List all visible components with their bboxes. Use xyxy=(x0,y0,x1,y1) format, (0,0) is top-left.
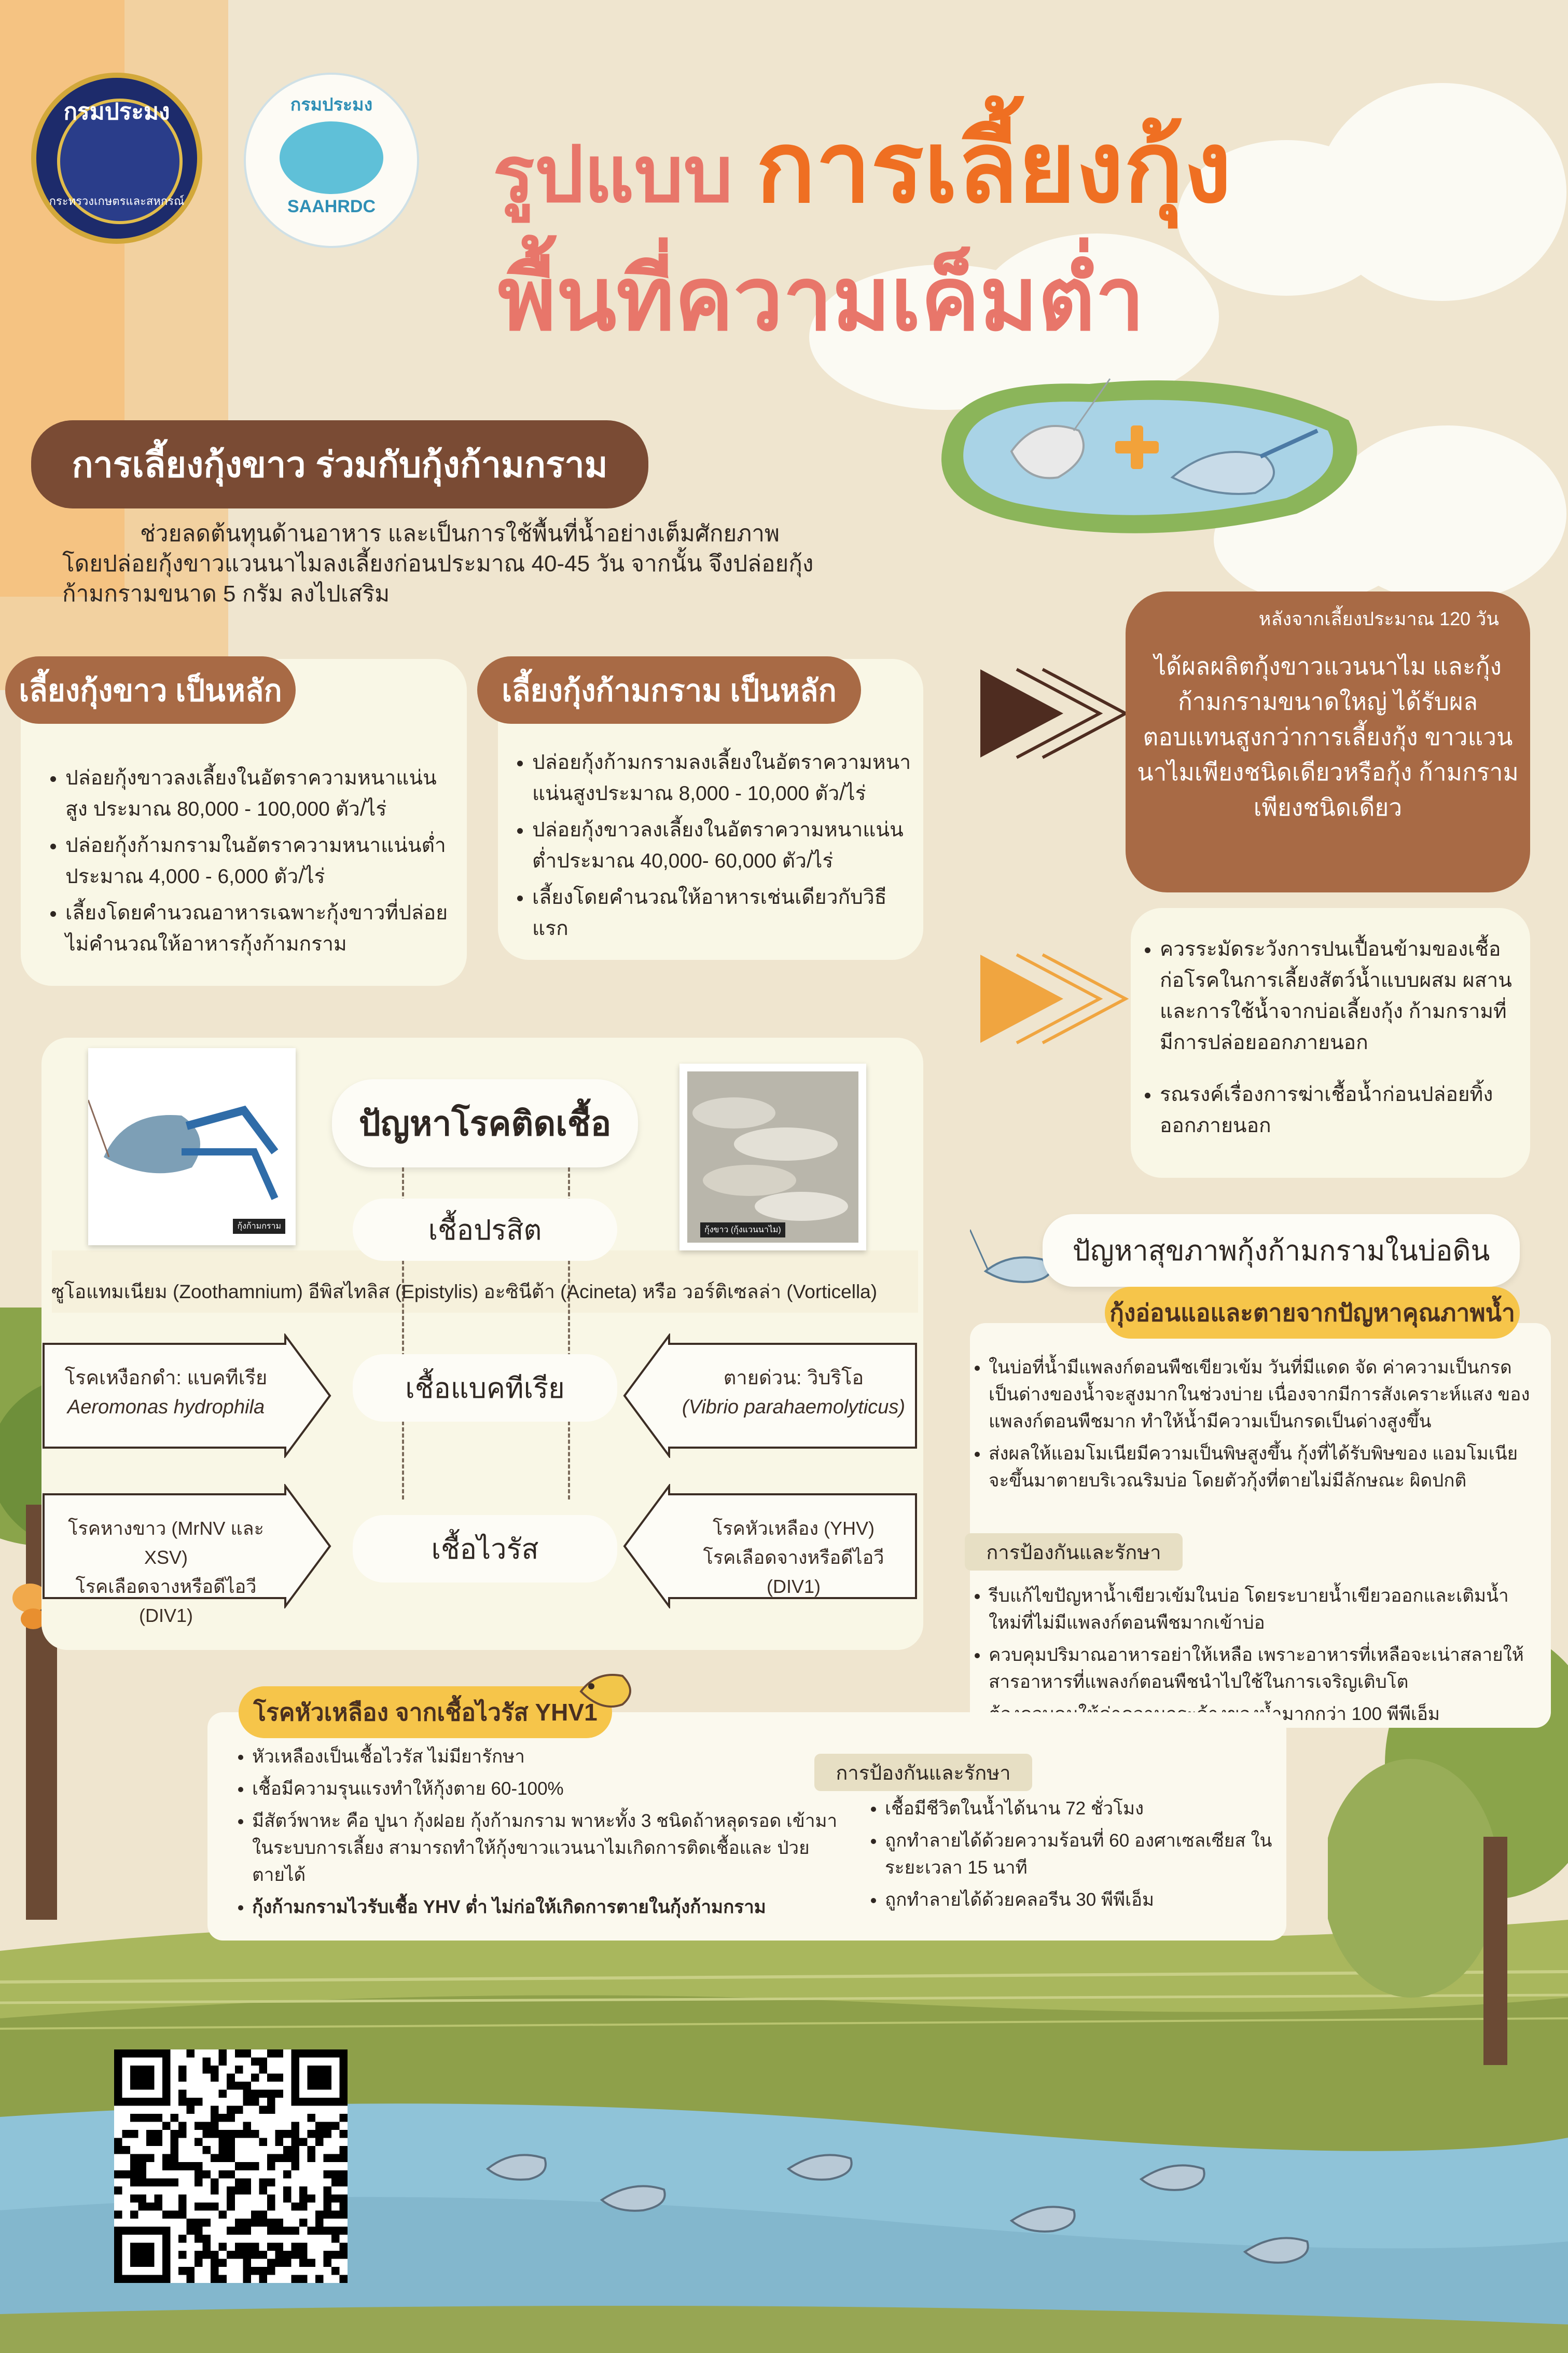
result-caption: หลังจากเลี้ยงประมาณ 120 วัน xyxy=(1258,608,1499,629)
bacteria-right-line2: (Vibrio parahaemolyticus) xyxy=(682,1396,906,1418)
virus-left-line1: โรคหางขาว (MrNV และ XSV) xyxy=(68,1518,264,1568)
method-giant-list: ปล่อยกุ้งก้ามกรามลงเลี้ยงในอัตราความหนาแ… xyxy=(508,747,918,950)
list-item: ส่งผลให้แอมโมเนียมีความเป็นพิษสูงขึ้น กุ… xyxy=(989,1440,1541,1494)
list-item: หัวเหลืองเป็นเชื้อไวรัส ไม่มียารักษา xyxy=(252,1743,840,1770)
intro-line2: โดยปล่อยกุ้งขาวแวนนาไมลงเลี้ยงก่อนประมาณ… xyxy=(62,551,814,576)
landscape xyxy=(0,1920,1568,2353)
list-item: ถูกทำลายได้ด้วยคลอรีน 30 พีพีเอ็ม xyxy=(885,1887,1276,1914)
yhv-title: โรคหัวเหลือง จากเชื้อไวรัส YHV1 xyxy=(239,1686,612,1738)
shrimp-icon xyxy=(1170,429,1319,495)
photo-caption: กุ้งขาว (กุ้งแวนนาไม) xyxy=(700,1222,785,1237)
list-item: เชื้อมีชีวิตในน้ำได้นาน 72 ชั่วโมง xyxy=(885,1795,1276,1822)
bacteria-right-line1: ตายด่วน: วิบริโอ xyxy=(723,1367,864,1389)
list-item: รณรงค์เรื่องการฆ่าเชื้อน้ำก่อนปล่อยทิ้ง … xyxy=(1160,1079,1520,1141)
list-item: ปล่อยกุ้งขาวลงเลี้ยงในอัตราความหนาแน่นต่… xyxy=(532,815,918,877)
list-item: เชื้อมีความรุนแรงทำให้กุ้งตาย 60-100% xyxy=(252,1776,840,1802)
list-item: ปล่อยกุ้งก้ามกรามลงเลี้ยงในอัตราความหนาแ… xyxy=(532,747,918,809)
health-subtitle: กุ้งอ่อนแอและตายจากปัญหาคุณภาพน้ำ xyxy=(1105,1287,1520,1339)
list-item: ควรระมัดระวังการปนเปื้อนข้ามของเชื้อ ก่อ… xyxy=(1160,934,1520,1058)
logo-left-text: กรมประมง xyxy=(63,99,170,125)
list-item: เลี้ยงโดยคำนวณให้อาหารเช่นเดียวกับวิธีแร… xyxy=(532,882,918,944)
title-line2: พื้นที่ความเค็มต่ำ xyxy=(498,250,1145,349)
health-list: ในบ่อที่น้ำมีแพลงก์ตอนพืชเขียวเข้ม วันที… xyxy=(965,1354,1541,1499)
disease-title: ปัญหาโรคติดเชื้อ xyxy=(332,1079,638,1167)
list-item: รีบแก้ไขปัญหาน้ำเขียวเข้มในบ่อ โดยระบายน… xyxy=(989,1583,1541,1636)
logo-right: กรมประมง SAAHRDC xyxy=(244,73,419,248)
intro-line1: ช่วยลดต้นทุนด้านอาหาร และเป็นการใช้พื้นท… xyxy=(140,521,780,546)
health-card xyxy=(970,1323,1551,1728)
caution-list: ควรระมัดระวังการปนเปื้อนข้ามของเชื้อ ก่อ… xyxy=(1136,934,1520,1147)
health-title: ปัญหาสุขภาพกุ้งก้ามกรามในบ่อดิน xyxy=(1043,1214,1520,1287)
yhv-prevent-list: เชื้อมีชีวิตในน้ำได้นาน 72 ชั่วโมง ถูกทำ… xyxy=(861,1795,1276,1919)
virus-right-line1: โรคหัวเหลือง (YHV) xyxy=(713,1518,875,1539)
logo-right-text: กรมประมง xyxy=(290,95,373,115)
section1-banner: การเลี้ยงกุ้งขาว ร่วมกับกุ้งก้ามกราม xyxy=(31,420,648,508)
list-item: เลี้ยงโดยคำนวณอาหารเฉพาะกุ้งขาวที่ปล่อย … xyxy=(65,898,456,960)
photo-caption: กุ้งก้ามกราม xyxy=(233,1219,285,1234)
logo-right-subtext: SAAHRDC xyxy=(287,197,376,216)
bacteria-left-arrow: โรคเหงือกดำ: แบคทีเรีย Aeromonas hydroph… xyxy=(41,1333,332,1458)
title-prefix: รูปแบบ xyxy=(493,131,733,218)
bacteria-left-line1: โรคเหงือกดำ: แบคทีเรีย xyxy=(64,1367,268,1389)
yhv-prevent-label: การป้องกันและรักษา xyxy=(814,1754,1032,1791)
list-item: ควบคุมปริมาณอาหารอย่าให้เหลือ เพราะอาหาร… xyxy=(989,1642,1541,1696)
photo-giant-prawn: กุ้งก้ามกราม xyxy=(87,1048,296,1245)
chevron-arrow-icon xyxy=(975,950,1131,1048)
list-item: ปล่อยกุ้งก้ามกรามในอัตราความหนาแน่นต่ำ ป… xyxy=(65,830,456,892)
yhv-list: หัวเหลืองเป็นเชื้อไวรัส ไม่มียารักษา เชื… xyxy=(228,1743,840,1926)
photo-white-shrimp: กุ้งขาว (กุ้งแวนนาไม) xyxy=(679,1064,866,1250)
method-white-list: ปล่อยกุ้งขาวลงเลี้ยงในอัตราความหนาแน่นสู… xyxy=(41,763,456,965)
title-main: การเลี้ยงกุ้ง xyxy=(756,113,1232,223)
list-item: มีสัตว์พาหะ คือ ปูนา กุ้งฝอย กุ้งก้ามกรา… xyxy=(252,1808,840,1889)
method-giant-label: เลี้ยงกุ้งก้ามกราม เป็นหลัก xyxy=(477,656,861,724)
virus-label: เชื้อไวรัส xyxy=(353,1515,617,1583)
virus-right-line2: โรคเลือดจางหรือดีไอวี (DIV1) xyxy=(703,1547,884,1597)
shrimp-icon xyxy=(571,1660,643,1717)
virus-left-arrow: โรคหางขาว (MrNV และ XSV) โรคเลือดจางหรือ… xyxy=(41,1484,332,1626)
plus-icon xyxy=(1115,425,1159,469)
chevron-arrow-icon xyxy=(975,664,1131,763)
bacteria-left-line2: Aeromonas hydrophila xyxy=(67,1396,265,1418)
dashed-line xyxy=(568,1167,570,1499)
list-item: ในบ่อที่น้ำมีแพลงก์ตอนพืชเขียวเข้ม วันที… xyxy=(989,1354,1541,1435)
list-item: กุ้งก้ามกรามไวรับเชื้อ YHV ต่ำ ไม่ก่อให้… xyxy=(252,1894,840,1921)
caution-card xyxy=(1131,908,1530,1178)
result-card: หลังจากเลี้ยงประมาณ 120 วัน ได้ผลผลิตกุ้… xyxy=(1126,591,1530,892)
list-item: ถูกทำลายได้ด้วยความร้อนที่ 60 องศาเซลเซี… xyxy=(885,1827,1276,1881)
water-shrimps xyxy=(467,2138,1349,2345)
method-white-label: เลี้ยงกุ้งขาว เป็นหลัก xyxy=(5,656,296,724)
page-title: รูปแบบ การเลี้ยงกุ้ง xyxy=(493,88,1231,245)
intro-line3: ก้ามกรามขนาด 5 กรัม ลงไปเสริม xyxy=(62,581,390,607)
qr-code[interactable] xyxy=(114,2049,348,2283)
list-item: ปล่อยกุ้งขาวลงเลี้ยงในอัตราความหนาแน่นสู… xyxy=(65,763,456,825)
dashed-line xyxy=(402,1167,404,1499)
parasite-label: เชื้อปรสิต xyxy=(353,1199,617,1261)
parasite-line: ซูโอแทมเนียม (Zoothamnium) อีพิสไทลิส (E… xyxy=(51,1281,878,1302)
bacteria-label: เชื้อแบคทีเรีย xyxy=(353,1354,617,1422)
virus-right-arrow: โรคหัวเหลือง (YHV) โรคเลือดจางหรือดีไอวี… xyxy=(622,1484,918,1608)
logo-left-subtext: กระทรวงเกษตรและสหกรณ์ xyxy=(49,195,185,208)
cloud-icon xyxy=(975,233,1219,400)
parasite-band xyxy=(52,1250,918,1313)
health-prevent-list: รีบแก้ไขปัญหาน้ำเขียวเข้มในบ่อ โดยระบายน… xyxy=(965,1583,1541,1733)
virus-left-line2: โรคเลือดจางหรือดีไอวี (DIV1) xyxy=(75,1576,257,1626)
section1-intro: ช่วยลดต้นทุนด้านอาหาร และเป็นการใช้พื้นท… xyxy=(62,519,871,609)
bacteria-right-arrow: ตายด่วน: วิบริโอ (Vibrio parahaemolyticu… xyxy=(622,1333,918,1458)
yhv-card xyxy=(207,1712,1286,1941)
logo-left: กรมประมง กระทรวงเกษตรและสหกรณ์ xyxy=(31,73,202,244)
health-prevent-label: การป้องกันและรักษา xyxy=(965,1533,1183,1571)
shrimp-icon xyxy=(1010,378,1111,479)
cloud-icon xyxy=(1317,83,1566,301)
pond-illustration xyxy=(923,358,1380,545)
result-text: ได้ผลผลิตกุ้งขาวแวนนาไม และกุ้งก้ามกรามข… xyxy=(1137,653,1519,821)
